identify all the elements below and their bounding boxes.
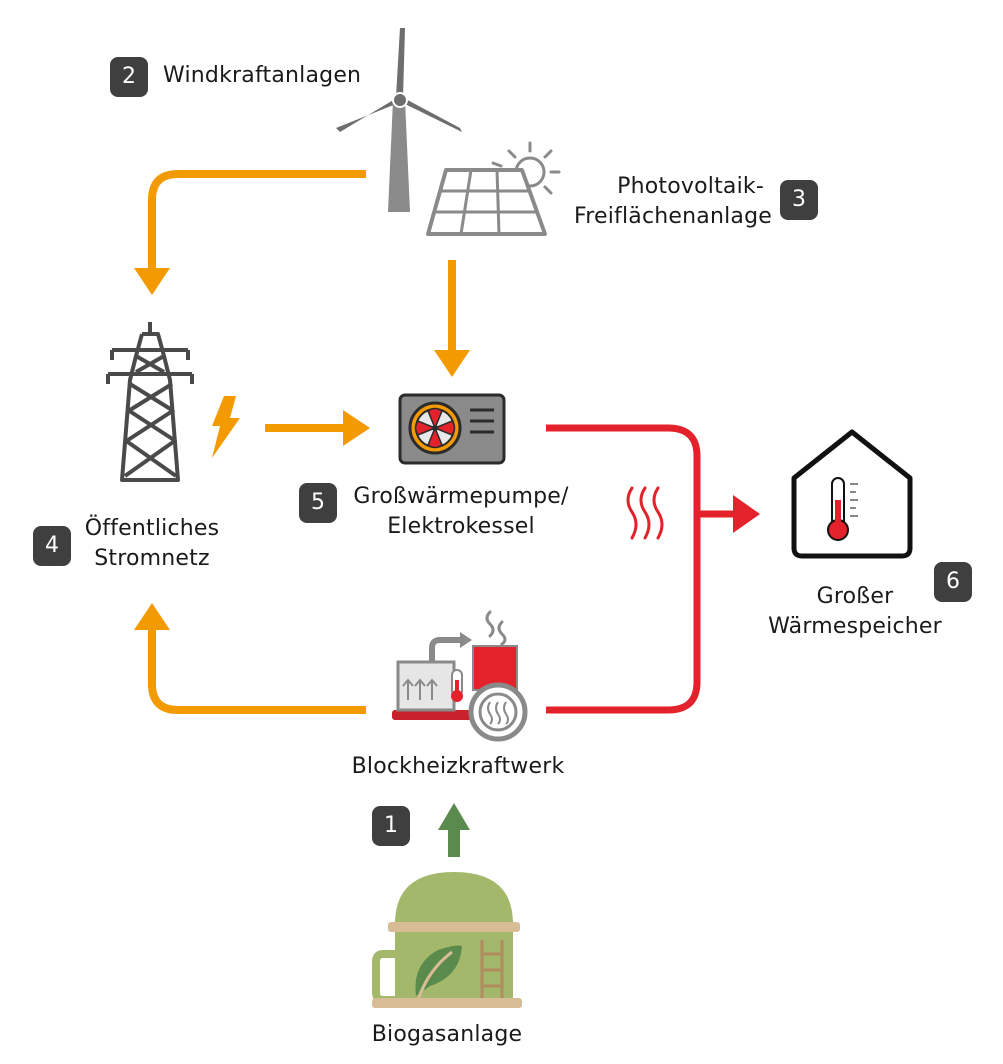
badge-biogas: 1	[372, 806, 410, 846]
label-blockheizkraftwerk: Blockheizkraftwerk	[351, 754, 565, 779]
label-windkraftanlagen: Windkraftanlagen	[163, 63, 362, 88]
badge-waermespeicher: 6	[934, 562, 972, 602]
label-waermepumpe-line2: Elektrokessel	[387, 514, 535, 539]
heat-waves-icon	[626, 486, 664, 540]
flow-biogas-to-chp	[448, 826, 460, 857]
arrowhead-heatpump-top	[434, 350, 470, 377]
house-thermometer-icon	[791, 429, 913, 559]
chp-plant-icon	[392, 610, 528, 742]
arrowhead-storage	[733, 495, 760, 533]
solar-panel-icon	[426, 141, 561, 236]
label-biogasanlage: Biogasanlage	[371, 1022, 523, 1047]
power-pylon-icon	[106, 322, 194, 482]
label-photovoltaik: Photovoltaik- Freiflächenanlage	[562, 172, 772, 232]
badge-stromnetz: 4	[33, 526, 71, 566]
flow-chp-to-grid	[148, 628, 366, 714]
label-stromnetz-line2: Stromnetz	[94, 546, 210, 571]
label-waermespeicher-line2: Wärmespeicher	[768, 614, 942, 639]
arrowhead-chp	[438, 803, 470, 830]
label-photovoltaik-line2: Freiflächenanlage	[573, 204, 772, 229]
lightning-icon	[212, 396, 240, 458]
badge-waermepumpe: 5	[299, 483, 337, 523]
label-waermepumpe-line1: Großwärmepumpe/	[353, 484, 569, 509]
label-waermepumpe: Großwärmepumpe/ Elektrokessel	[353, 482, 568, 542]
biogas-flow	[438, 803, 470, 857]
label-waermespeicher: Großer Wärmespeicher	[768, 582, 942, 642]
flow-wind-to-grid	[148, 170, 366, 270]
label-stromnetz: Öffentliches Stromnetz	[85, 514, 220, 574]
wind-turbine-icon	[336, 28, 462, 212]
arrowhead-heatpump-left	[343, 410, 370, 446]
biogas-plant-icon	[372, 872, 522, 1008]
label-photovoltaik-line1: Photovoltaik-	[617, 174, 764, 199]
label-waermespeicher-line1: Großer	[816, 584, 894, 609]
heat-pump-icon	[398, 393, 506, 465]
electricity-flows	[148, 170, 456, 714]
badge-photovoltaik: 3	[780, 180, 818, 220]
arrowhead-grid-in	[134, 268, 170, 295]
flow-heatpump-to-storage	[546, 424, 701, 714]
badge-windkraft: 2	[110, 57, 148, 97]
electricity-arrowheads	[134, 268, 470, 630]
heat-flows	[546, 424, 736, 714]
label-stromnetz-line1: Öffentliches	[84, 516, 220, 541]
arrowhead-grid-bottom	[134, 603, 170, 630]
